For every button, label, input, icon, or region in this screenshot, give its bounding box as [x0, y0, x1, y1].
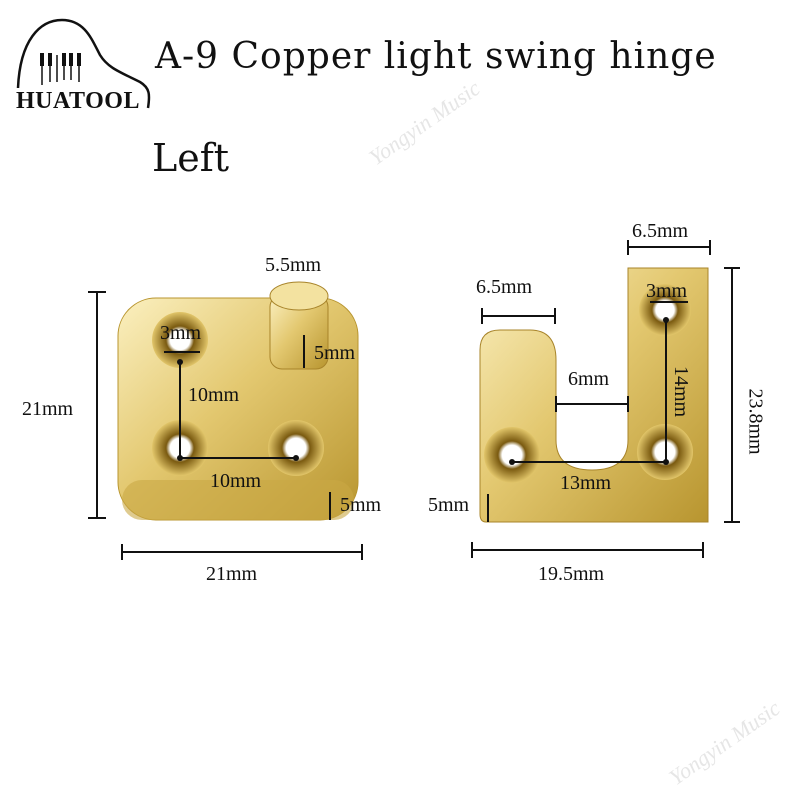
peg-width-label: 5.5mm	[265, 254, 322, 276]
product-variant: Left	[152, 136, 230, 180]
left-width-label: 21mm	[206, 563, 258, 585]
huatool-logo	[16, 18, 151, 109]
right-hole-diameter-label: 3mm	[646, 280, 688, 302]
left-hole-diameter-label: 3mm	[160, 322, 202, 344]
left-dimension-lines	[88, 291, 363, 560]
right-vertical-spacing-label: 14mm	[670, 365, 693, 418]
left-height-label: 21mm	[22, 398, 74, 420]
right-width-label: 19.5mm	[538, 563, 605, 585]
left-horizontal-spacing-label: 10mm	[210, 470, 262, 492]
left-hinge-plate	[117, 281, 359, 521]
left-arm-width-label: 6.5mm	[476, 276, 533, 298]
left-vertical-spacing-label: 10mm	[188, 384, 240, 406]
logo-text: HUATOOL	[16, 88, 140, 114]
peg-height-label: 5mm	[314, 342, 356, 364]
right-dimension-lines	[471, 240, 740, 558]
right-horizontal-spacing-label: 13mm	[560, 472, 612, 494]
left-thickness-label: 5mm	[340, 494, 382, 516]
product-title: A-9 Copper light swing hinge	[155, 36, 717, 77]
right-thickness-label: 5mm	[428, 494, 470, 516]
slot-width-label: 6mm	[568, 368, 610, 390]
right-arm-width-label: 6.5mm	[632, 220, 689, 242]
right-hinge-plate	[479, 267, 709, 523]
right-height-label: 23.8mm	[744, 388, 767, 455]
